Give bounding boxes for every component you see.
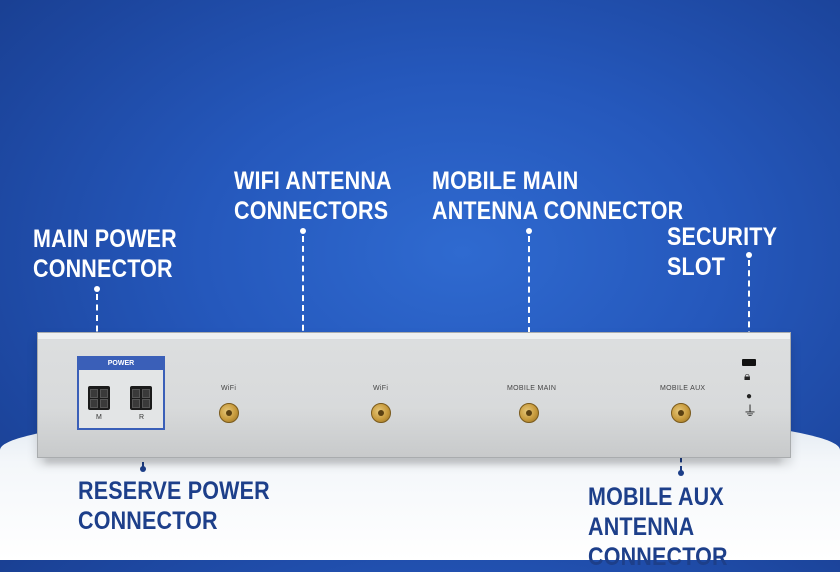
info-icon: ●	[746, 391, 753, 402]
leader-line-wifi	[302, 236, 304, 380]
mobile-main-port-label: MOBILE MAIN	[507, 385, 557, 392]
security-slot	[742, 359, 756, 366]
ground-icon: ⏚	[743, 403, 757, 419]
main-power-connector	[88, 386, 110, 410]
power-label-m: M	[96, 414, 102, 421]
wifi-antenna-connector-2	[371, 403, 391, 423]
label-wifi-antenna-connectors: WIFI ANTENNA CONNECTORS	[234, 167, 392, 225]
label-mobile-main-antenna-connector: MOBILE MAIN ANTENNA CONNECTOR	[432, 167, 684, 225]
reserve-power-connector	[130, 386, 152, 410]
wifi-port-label-2: WiFi	[373, 385, 389, 392]
leader-dot-main-power	[94, 286, 100, 292]
label-reserve-power-connector: RESERVE POWER CONNECTOR	[78, 477, 270, 535]
leader-dot-reserve-power	[140, 466, 146, 472]
leader-dot-mobile-main	[526, 228, 532, 234]
mobile-aux-antenna-connector	[671, 403, 691, 423]
leader-line-security-slot	[748, 260, 750, 358]
leader-dot-security-slot	[746, 252, 752, 258]
label-mobile-aux-antenna-connector: MOBILE AUX ANTENNA CONNECTOR	[588, 483, 728, 571]
mobile-main-antenna-connector	[519, 403, 539, 423]
router-shadow	[45, 456, 781, 464]
router-top-lip	[38, 333, 790, 339]
router-back-panel: POWER M R WiFi WiFi MOBILE MAIN MOBILE A…	[37, 332, 791, 458]
wifi-port-label-1: WiFi	[221, 385, 237, 392]
label-main-power-connector: MAIN POWER CONNECTOR	[33, 225, 177, 283]
lock-icon: 🔒︎	[744, 369, 751, 383]
power-header: POWER	[79, 358, 163, 370]
label-security-slot: SECURITY SLOT	[667, 223, 777, 281]
wifi-antenna-connector-1	[219, 403, 239, 423]
leader-dot-wifi	[300, 228, 306, 234]
leader-dot-mobile-aux	[678, 470, 684, 476]
power-section: POWER M R	[77, 356, 165, 430]
power-label-r: R	[139, 414, 145, 421]
mobile-aux-port-label: MOBILE AUX	[660, 385, 706, 392]
leader-line-mobile-main	[528, 236, 530, 404]
